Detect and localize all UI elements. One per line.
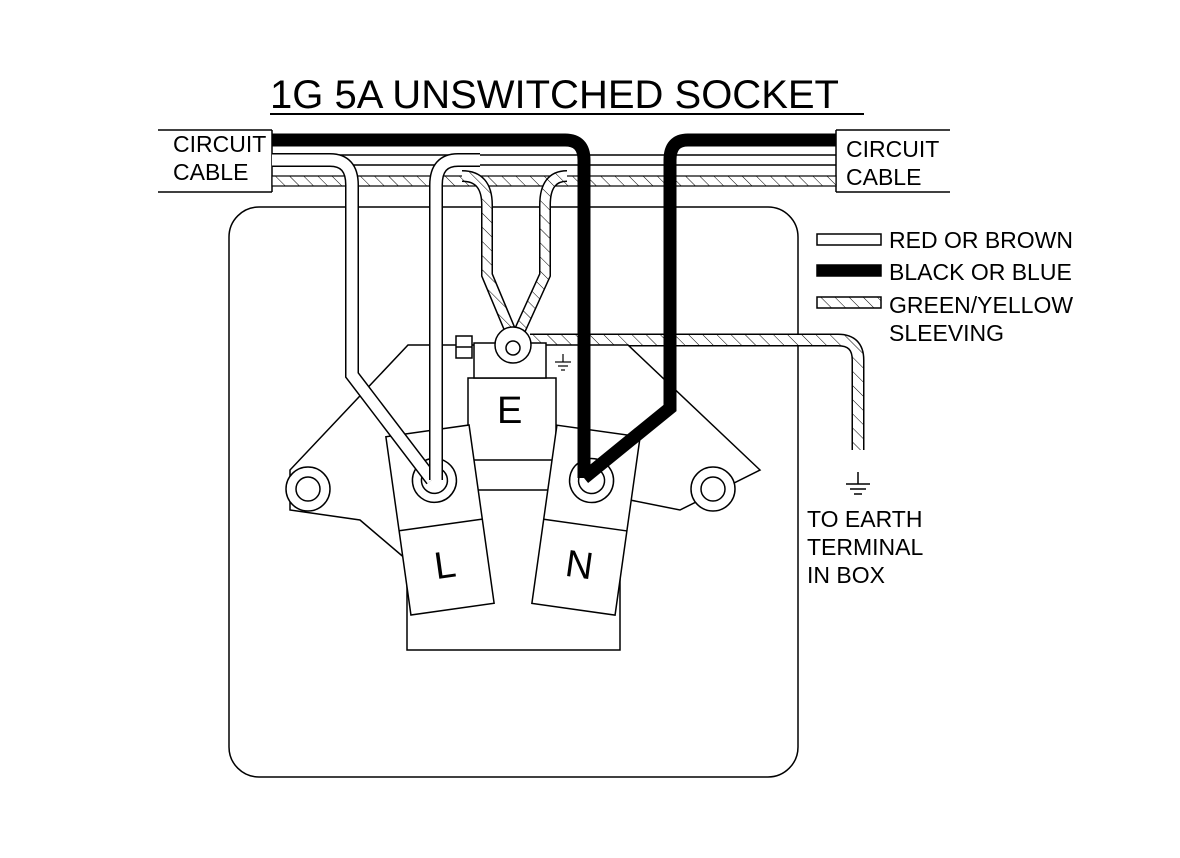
- legend-label-red-brown: RED OR BROWN: [889, 227, 1073, 253]
- neutral-conductor-left: [272, 133, 591, 478]
- cable-left-line2: CABLE: [173, 159, 248, 185]
- earth-terminal-label: E: [497, 390, 522, 432]
- legend-swatch-white: [816, 233, 882, 246]
- earth-sleeve-left: [461, 171, 515, 332]
- live-terminal: L: [385, 424, 495, 616]
- live-conductor-right: [430, 154, 480, 480]
- earth-sleeve-right: [515, 171, 568, 332]
- neutral-terminal-label: N: [563, 543, 596, 588]
- earth-note-line3: IN BOX: [807, 562, 885, 588]
- socket-faceplate: [228, 206, 799, 778]
- earth-terminal: E: [455, 326, 557, 491]
- earth-note-line2: TERMINAL: [807, 534, 924, 560]
- neutral-conductor-right: [579, 133, 836, 484]
- earth-symbol-box: [846, 472, 870, 495]
- legend: RED OR BROWN BLACK OR BLUE GREEN/YELLOW …: [816, 227, 1073, 346]
- diagram-title: 1G 5A UNSWITCHED SOCKET: [270, 73, 839, 117]
- legend-swatch-hatched: [816, 296, 882, 309]
- legend-label-sleeving: SLEEVING: [889, 320, 1004, 346]
- earth-lead: [530, 335, 863, 450]
- cable-left-line1: CIRCUIT: [173, 131, 266, 157]
- legend-label-black-blue: BLACK OR BLUE: [889, 259, 1072, 285]
- live-conductor-left: [272, 154, 437, 484]
- cable-run-white: [272, 154, 836, 166]
- legend-swatch-black: [816, 264, 882, 277]
- earth-symbol-terminal: [555, 354, 571, 371]
- cable-right-line2: CABLE: [846, 164, 921, 190]
- earth-note-line1: TO EARTH: [807, 506, 922, 532]
- legend-label-green-yellow: GREEN/YELLOW: [889, 292, 1073, 318]
- neutral-terminal: N: [531, 424, 641, 616]
- cable-right-line1: CIRCUIT: [846, 136, 939, 162]
